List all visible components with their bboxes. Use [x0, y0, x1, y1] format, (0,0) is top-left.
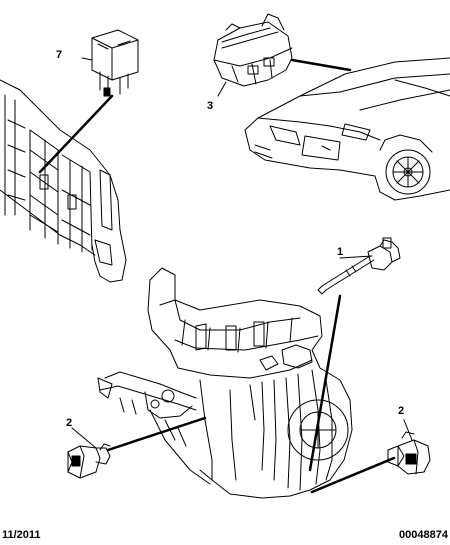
- car-drawing: [244, 57, 450, 201]
- relay-drawing: [91, 29, 139, 97]
- callout-connector-right: 2: [398, 405, 405, 417]
- footer-date: 11/2011: [2, 529, 41, 541]
- control-module-drawing: [213, 13, 293, 87]
- heater-unit-drawing: [97, 267, 353, 499]
- callout-module: 3: [207, 100, 214, 112]
- callout-relay: 7: [56, 49, 63, 61]
- dashboard-frame-drawing: [0, 79, 127, 283]
- connector-left-drawing: [67, 443, 111, 479]
- footer-reference: 00048874: [399, 529, 448, 541]
- temperature-sensor-drawing: [317, 237, 401, 295]
- callout-connector-left: 2: [66, 417, 73, 429]
- connector-right-drawing: [387, 431, 431, 475]
- callout-sensor: 1: [337, 246, 344, 258]
